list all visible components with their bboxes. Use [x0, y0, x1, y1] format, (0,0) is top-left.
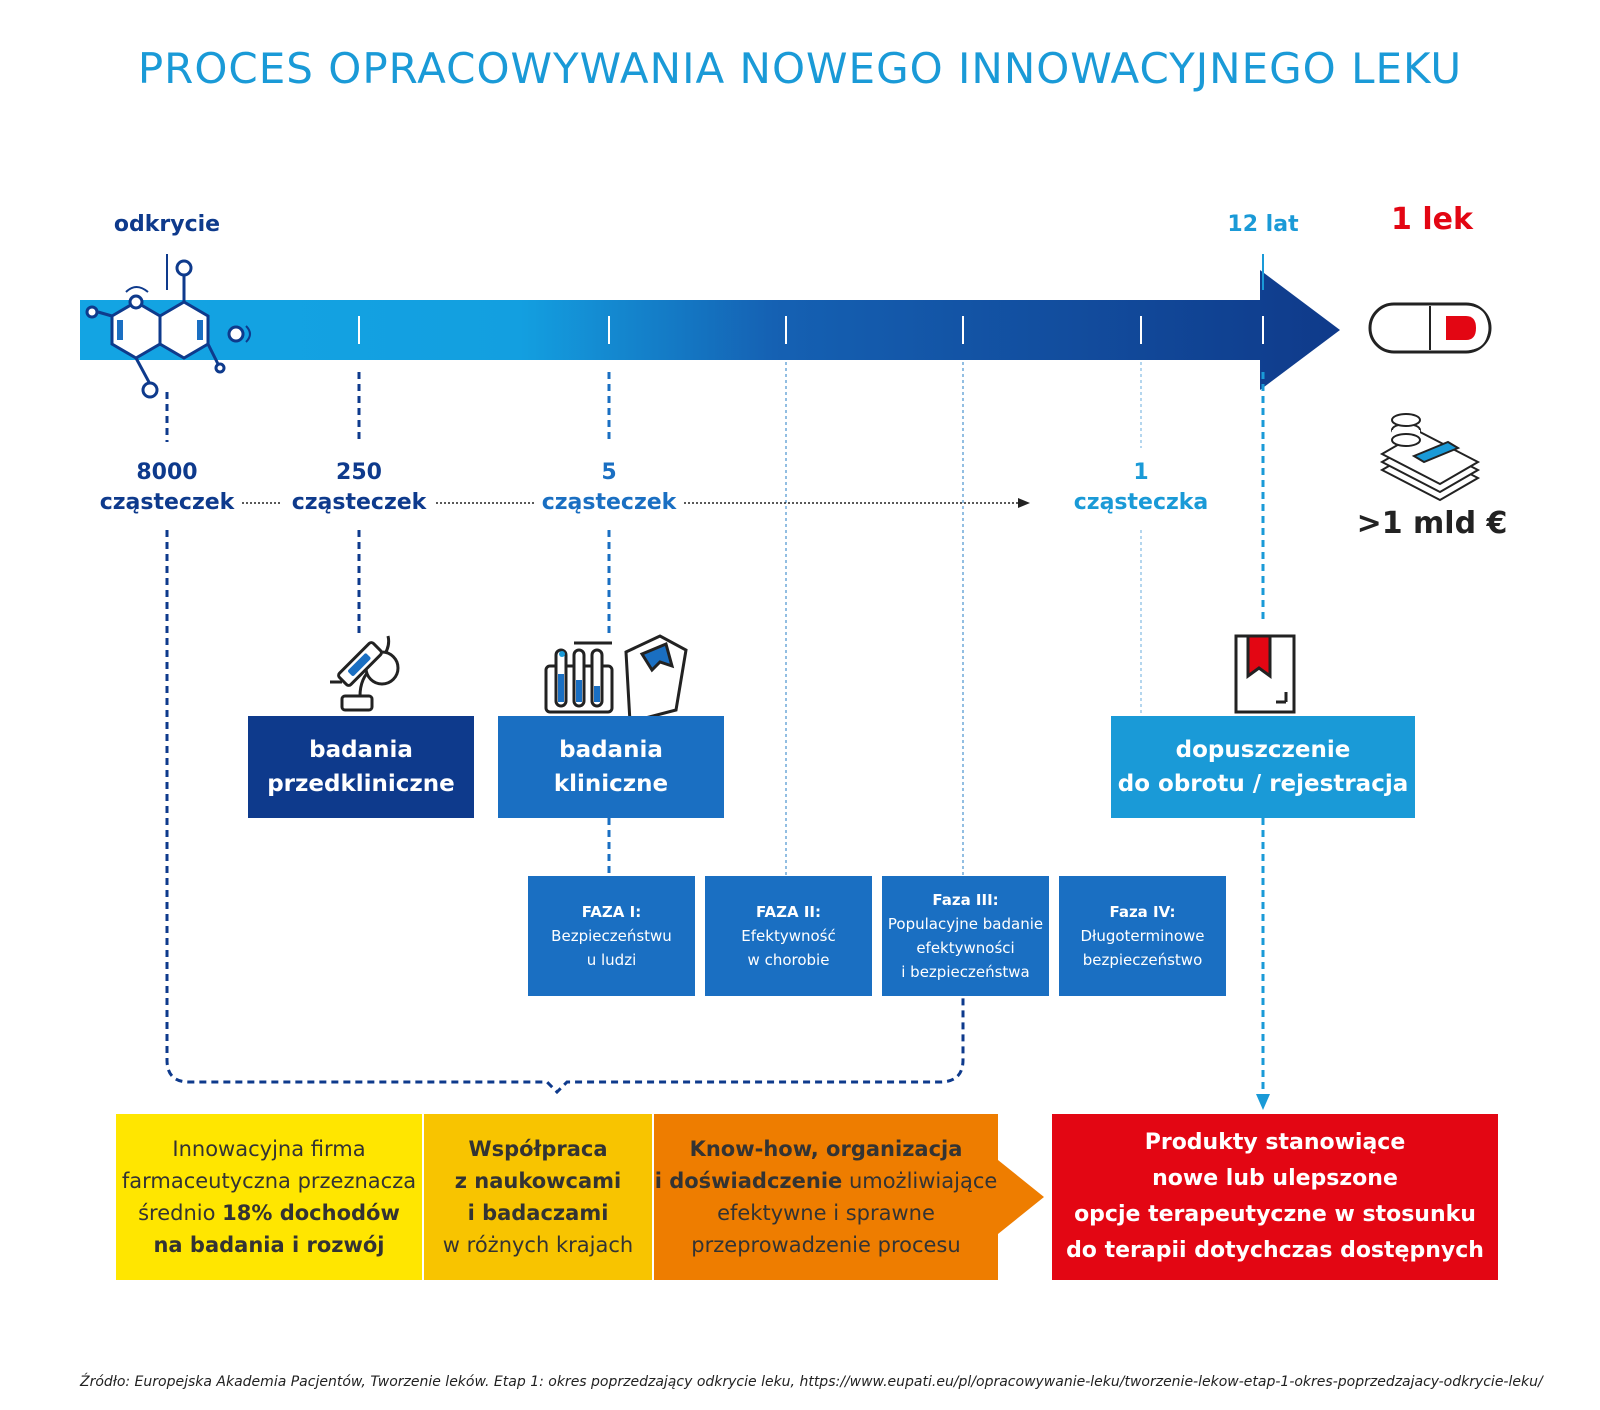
phase-line: w chorobie: [747, 951, 830, 969]
stage-clinical: badania kliniczne: [498, 716, 724, 818]
page-title: PROCES OPRACOWYWANIA NOWEGO INNOWACYJNEG…: [137, 44, 1463, 93]
info-line: opcje terapeutyczne w stosunku: [1074, 1202, 1476, 1227]
info-line: przeprowadzenie procesu: [691, 1233, 961, 1257]
info-line: do terapii dotychczas dostępnych: [1066, 1238, 1484, 1263]
info-bold: na badania i rozwój: [153, 1233, 385, 1257]
phase-1: FAZA I: Bezpieczeństwu u ludzi: [528, 876, 695, 996]
info-box-knowhow: Know-how, organizacja i doświadczenie um…: [654, 1114, 998, 1280]
phase-3: Faza III: Populacyjne badanie efektywnoś…: [882, 876, 1049, 996]
source-note: Źródło: Europejska Akademia Pacjentów, T…: [80, 1374, 1543, 1390]
phase-line: efektywności: [916, 939, 1015, 957]
count-1: 1 cząsteczka: [1061, 458, 1221, 518]
info-bold: z naukowcami: [454, 1169, 622, 1193]
cost-label: >1 mld €: [1356, 506, 1508, 541]
phase-4: Faza IV: Długoterminowe bezpieczeństwo: [1059, 876, 1226, 996]
count-5: 5 cząsteczek: [529, 458, 689, 518]
count-unit: cząsteczek: [541, 490, 677, 515]
info-text: umożliwiające: [842, 1169, 998, 1193]
pill-icon: [1368, 302, 1492, 354]
info-box-investment: Innowacyjna firma farmaceutyczna przezna…: [116, 1114, 422, 1280]
phase-title: FAZA I:: [581, 903, 642, 921]
count-number: 1: [1133, 460, 1149, 485]
phase-line: Efektywność: [741, 927, 836, 945]
phase-title: FAZA II:: [755, 903, 821, 921]
timeline-end-label: 12 lat: [1227, 212, 1299, 237]
timeline-start-label: odkrycie: [113, 212, 221, 237]
info-box-knowhow-shape: Know-how, organizacja i doświadczenie um…: [654, 1114, 1044, 1280]
stage-line: dopuszczenie: [1175, 737, 1351, 763]
count-250: 250 cząsteczek: [279, 458, 439, 518]
phase-2: FAZA II: Efektywność w chorobie: [705, 876, 872, 996]
info-line: w różnych krajach: [442, 1233, 634, 1257]
molecule-icon: [85, 259, 251, 399]
info-line: Innowacyjna firma: [172, 1137, 366, 1161]
phase-title: Faza III:: [932, 891, 999, 909]
microscope-icon: [330, 635, 400, 712]
count-number: 5: [601, 460, 617, 485]
money-icon: [1379, 413, 1481, 502]
stage-registration: dopuszczenie do obrotu / rejestracja: [1111, 716, 1415, 818]
test-tubes-icon: [544, 641, 614, 714]
count-number: 250: [336, 460, 382, 485]
stage-line: badania: [309, 737, 413, 763]
info-line: Produkty stanowiące: [1144, 1130, 1406, 1155]
count-unit: cząsteczek: [99, 490, 235, 515]
info-bold: 18% dochodów: [222, 1201, 400, 1225]
info-bold: Współpraca: [468, 1137, 608, 1161]
count-unit: cząsteczek: [291, 490, 427, 515]
stage-line: kliniczne: [553, 771, 669, 797]
info-text: średnio: [138, 1201, 223, 1225]
info-bold: i badaczami: [467, 1201, 609, 1225]
info-line: nowe lub ulepszone: [1152, 1166, 1398, 1191]
phase-line: Populacyjne badanie: [887, 915, 1044, 933]
stage-line: do obrotu / rejestracja: [1117, 771, 1409, 797]
count-8000: 8000 cząsteczek: [87, 458, 247, 518]
info-arrow-shape: [654, 1114, 1044, 1280]
info-bold: Know-how, organizacja: [689, 1137, 963, 1161]
stage-line: badania: [559, 737, 663, 763]
info-line: efektywne i sprawne: [717, 1201, 935, 1225]
count-number: 8000: [136, 460, 198, 485]
registration-document-icon: [1234, 634, 1296, 714]
phase-line: u ludzi: [586, 951, 637, 969]
phase-line: Bezpieczeństwu: [551, 927, 672, 945]
phase-line: Długoterminowe: [1080, 927, 1205, 945]
phase-title: Faza IV:: [1109, 903, 1176, 921]
phase-line: bezpieczeństwo: [1082, 951, 1203, 969]
count-unit: cząsteczka: [1073, 490, 1209, 515]
stage-line: przedkliniczne: [267, 771, 455, 797]
info-line: farmaceutyczna przeznacza: [121, 1169, 417, 1193]
info-box-products: Produkty stanowiące nowe lub ulepszone o…: [1052, 1114, 1498, 1280]
phase-line: i bezpieczeństwa: [901, 963, 1030, 981]
timeline-arrow: [80, 270, 1340, 390]
stage-preclinical: badania przedkliniczne: [248, 716, 474, 818]
info-bold: i doświadczenie: [654, 1169, 843, 1193]
document-icon: [624, 634, 688, 724]
result-label: 1 lek: [1391, 202, 1473, 237]
info-box-cooperation: Współpraca z naukowcami i badaczami w ró…: [424, 1114, 652, 1280]
